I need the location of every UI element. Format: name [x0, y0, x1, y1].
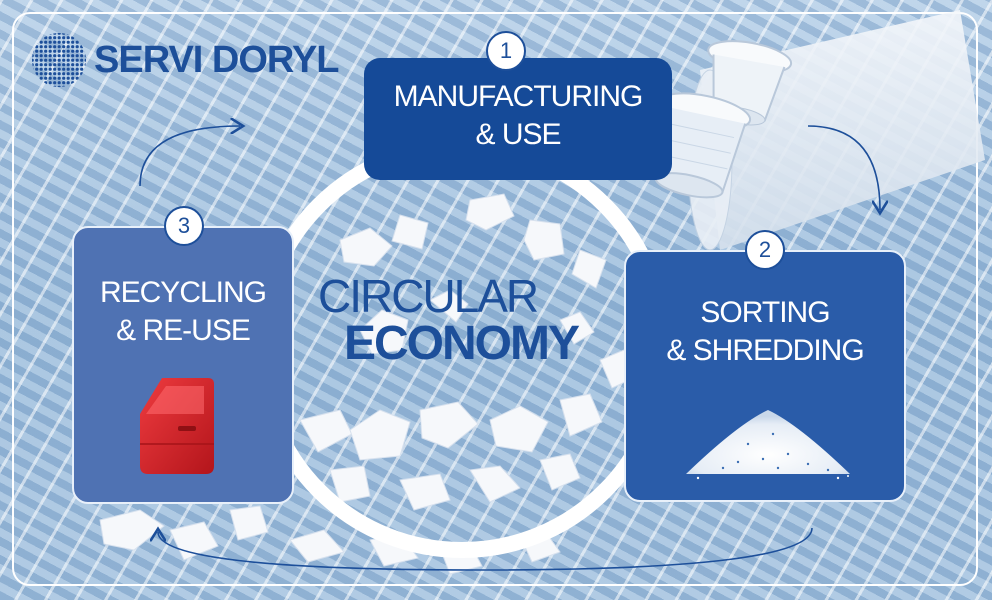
car-door-icon: [140, 378, 214, 474]
step-2-number-badge: 2: [745, 230, 785, 270]
arrow-1-to-2: [807, 125, 880, 210]
center-title: CIRCULAR ECONOMY: [318, 272, 618, 368]
plastic-filter-cup-icon: [654, 10, 985, 251]
step-3-title-line1: RECYCLING: [99, 276, 267, 309]
step-sorting-box: SORTING & SHREDDING: [624, 250, 906, 502]
step-1-number-badge: 1: [486, 31, 526, 71]
step-3-number-badge: 3: [164, 206, 204, 246]
brand-logo: SERVI DORYL: [30, 30, 339, 90]
step-2-title-line2: & SHREDDING: [666, 334, 864, 367]
brand-name: SERVI DORYL: [94, 38, 339, 81]
flow-arrows: [139, 125, 880, 571]
shredded-powder-pile-icon: [686, 410, 850, 480]
dotted-globe-icon: [32, 33, 86, 87]
step-recycling-box: RECYCLING & RE-USE: [72, 226, 294, 504]
step-1-title-line2: & USE: [475, 118, 561, 151]
plastic-flakes: [99, 193, 639, 575]
step-manufacturing-box: MANUFACTURING & USE: [364, 58, 672, 180]
arrow-2-to-3: [158, 528, 813, 571]
step-2-title-line1: SORTING: [700, 296, 830, 329]
center-title-line2: ECONOMY: [344, 317, 580, 370]
center-title-line1: CIRCULAR: [318, 270, 539, 322]
step-1-title-line1: MANUFACTURING: [393, 80, 644, 113]
step-3-title-line2: & RE-USE: [116, 314, 251, 347]
white-frame-border: [12, 12, 978, 586]
arrow-3-to-1: [139, 126, 240, 187]
